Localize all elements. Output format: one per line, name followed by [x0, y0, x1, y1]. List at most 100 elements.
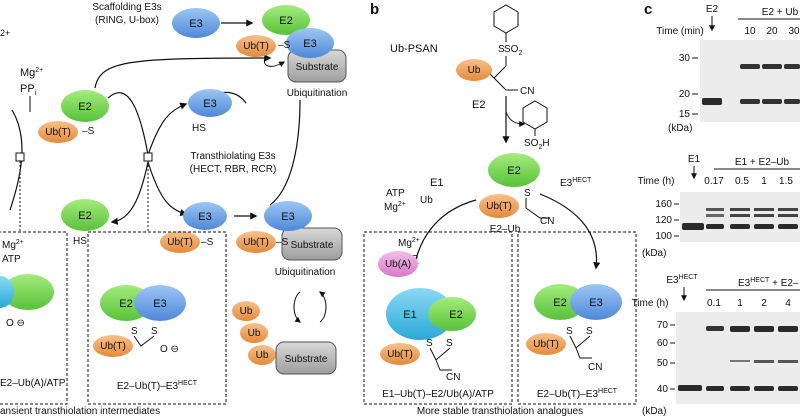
e2-blob	[61, 90, 109, 122]
box-b1-ub	[380, 343, 420, 365]
box-b2-e2	[534, 284, 586, 320]
panel-b-letter: b	[370, 1, 379, 18]
gel2-band-11	[778, 214, 798, 217]
ub-psan-label: Ub-PSAN	[390, 43, 438, 55]
e3-top-blob	[172, 8, 220, 38]
box-b1-bonds	[429, 347, 452, 371]
gel2-mw-1: 160	[655, 199, 672, 210]
s-sub: –S	[276, 237, 289, 248]
ub-chain-2-label: Ub	[248, 328, 261, 339]
box2-e3-label: E3	[153, 298, 166, 310]
gel2-lane-2: 0.5	[735, 176, 749, 187]
transthiol-label-1: Transthiolating E3s	[190, 151, 275, 162]
panel-a: 2+ Mg2+ PPi E2 Ub(T) –S E2 HS E3 Scaffol…	[0, 2, 347, 417]
box-b1-ub-a-label: Ub(A)	[385, 259, 411, 270]
gel3-band-6	[754, 360, 774, 363]
e2-scaffold-label: E2	[279, 15, 292, 27]
box2-s1: S	[131, 326, 138, 337]
cycle-icon-left	[293, 291, 301, 323]
gel2-mw-2: 120	[655, 215, 672, 226]
gel3-lane-2: 1	[737, 298, 743, 309]
cycle-arc-br	[110, 161, 149, 225]
ub-e3-label: Ub(T)	[167, 237, 193, 248]
gel1-mw-1: 30	[679, 53, 691, 64]
gel1-lane-2: 20	[766, 26, 778, 37]
box-b1-mg: Mg2+	[398, 237, 420, 249]
hs-label-2: HS	[192, 123, 206, 134]
box-b2-s2: S	[586, 326, 593, 337]
gel1-band-d	[740, 99, 760, 104]
box2-ub-label: Ub(T)	[100, 341, 126, 352]
gel1-mw-3: 15	[679, 109, 691, 120]
conj-cn: CN	[540, 216, 554, 227]
gel3-condition: E3HECT + E2–	[738, 277, 799, 289]
panel-b: b Ub-PSAN S SO2 CN Ub E2 SO2H E2 S CN Ub…	[363, 1, 637, 417]
psan-cn: CN	[520, 86, 534, 97]
gel1-band-e2	[702, 98, 722, 105]
arrow-to-scaffold	[94, 54, 272, 89]
phenyl-ring-1	[493, 4, 519, 34]
gel2-lane-4: 1.5	[779, 176, 793, 187]
s-e3: –S	[201, 237, 214, 248]
e2-scaffold-blob	[262, 5, 310, 35]
ubiquitination-2: Ubiquitination	[275, 267, 336, 278]
box-b1-caption: E1–Ub(T)–E2/Ub(A)/ATP	[382, 389, 494, 400]
conj-ub	[479, 194, 519, 218]
gel2-lane-1: 0.17	[704, 176, 724, 187]
gel2-band-9	[754, 224, 774, 229]
gel1-band-e	[762, 99, 782, 104]
e3-top-label: E3	[189, 18, 202, 30]
atp-label: ATP	[386, 188, 405, 199]
gel2-band-4	[730, 208, 750, 211]
gel3-lane-1: 0.1	[707, 298, 721, 309]
gel1-lane-1: 10	[744, 26, 756, 37]
box-b2-e3-label: E3	[589, 297, 602, 309]
arrow-e1-branch	[411, 199, 477, 270]
gel1-unit: (kDa)	[668, 123, 692, 134]
box1-caption: E2–Ub(A)/ATP	[0, 378, 66, 389]
box-b2-bonds	[569, 335, 592, 359]
gel1-band-b	[762, 64, 782, 69]
analogue-box-2	[517, 231, 637, 405]
box2-charges: O ⊖	[160, 344, 179, 355]
e3-hs-label: E3	[203, 98, 216, 110]
junction-center	[143, 152, 153, 162]
gel3-lane-3: 2	[761, 298, 767, 309]
box-b1-ub-a	[378, 251, 418, 277]
box2-ub	[93, 335, 133, 357]
gel2-mw-3: 100	[655, 231, 672, 242]
gel3-band-1	[706, 326, 724, 331]
cycle-arc-to-e3	[147, 102, 188, 156]
box-b1-e1-label: E1	[403, 309, 416, 321]
gel3-mw-1: 70	[657, 320, 669, 331]
thioester-s: –S	[82, 126, 95, 137]
transfer-arrow-top	[263, 57, 286, 67]
box-b1-s2: S	[446, 338, 453, 349]
box1-e1-edge	[0, 276, 14, 308]
gel1-image	[700, 40, 800, 122]
box-b2-s1: S	[566, 326, 573, 337]
e2-fragment: 2+	[0, 28, 10, 38]
e3-sub-label: E3	[281, 211, 294, 223]
panel-a-caption: ansient transthiolation intermediates	[0, 406, 160, 417]
ub-chain-3-label: Ub	[256, 350, 269, 361]
ub-scaffold-label: Ub(T)	[243, 41, 269, 52]
box-b2-cn: CN	[588, 362, 602, 373]
gel2-band-7	[754, 208, 774, 211]
box-b2-ub	[526, 333, 566, 355]
conj-e2-label: E2	[507, 165, 520, 177]
gel1-band-c	[784, 64, 800, 69]
gel3-lane-4: 4	[785, 298, 791, 309]
substrate-top-label: Substrate	[296, 62, 339, 73]
gel2-band-3	[706, 224, 724, 229]
psan-s: S	[498, 44, 505, 55]
box2-s2: S	[151, 326, 158, 337]
e2-free-label: E2	[78, 210, 91, 222]
e3hect-b-label: E3HECT	[560, 177, 592, 189]
gel1-band-a	[740, 64, 760, 69]
e2-reagent: E2	[472, 99, 485, 111]
box1-charges: O ⊖	[6, 318, 25, 329]
e3-ub-blob	[183, 202, 227, 230]
gel2-marker: E1	[688, 154, 701, 165]
